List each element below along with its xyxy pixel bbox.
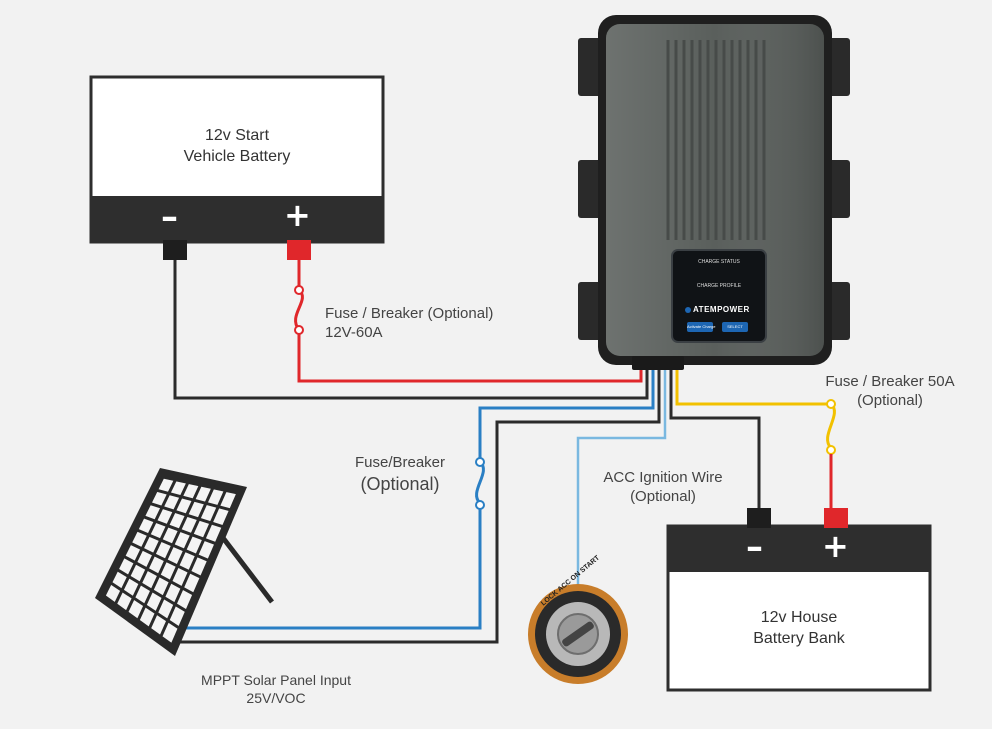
- start-battery-title: 12v Start Vehicle Battery: [91, 126, 383, 168]
- solar-label: MPPT Solar Panel Input 25V/VOC: [178, 672, 374, 707]
- house-battery-negative-terminal: [747, 508, 771, 528]
- house-battery-positive-sign: +: [822, 527, 849, 565]
- house-battery-positive-terminal: [824, 508, 848, 528]
- fuse-start-label: Fuse / Breaker (Optional) 12V-60A: [325, 305, 493, 343]
- charge-status-text: CHARGE STATUS: [698, 259, 740, 265]
- start-battery-title-line1: 12v Start: [204, 127, 270, 144]
- start-battery-title-line2: Vehicle Battery: [183, 147, 291, 165]
- solar-fuse-symbol: [475, 460, 485, 505]
- solar-positive-wire: [180, 507, 482, 630]
- start-battery-negative-terminal: [163, 240, 187, 260]
- house-negative-wire: [669, 366, 761, 508]
- solar-panel: [95, 468, 274, 656]
- acc-label-line2: (Optional): [630, 487, 696, 505]
- start-battery-negative-sign: –: [161, 197, 178, 237]
- house-positive-wire: [675, 366, 831, 406]
- house-battery: [666, 508, 932, 692]
- ignition-switch: [528, 584, 628, 684]
- start-fuse-symbol: [294, 288, 304, 331]
- start-battery: [89, 75, 385, 260]
- fuse-house-label: Fuse / Breaker 50A (Optional): [815, 373, 965, 411]
- house-fuse-symbol: [826, 402, 836, 450]
- fuse-solar-label-line2: (Optional): [360, 473, 440, 494]
- fuse-house-label-line2: (Optional): [857, 391, 923, 409]
- acc-label-line1: ACC Ignition Wire: [603, 469, 723, 486]
- house-battery-title: 12v House Battery Bank: [668, 608, 930, 650]
- start-battery-positive-sign: +: [284, 196, 311, 234]
- solar-label-line2: 25V/VOC: [246, 689, 306, 706]
- start-battery-positive-terminal: [287, 240, 311, 260]
- fuse-house-label-line1: Fuse / Breaker 50A: [825, 373, 955, 390]
- charge-profile-text: CHARGE PROFILE: [696, 283, 742, 289]
- acc-label: ACC Ignition Wire (Optional): [588, 469, 738, 507]
- house-battery-title-line1: 12v House: [760, 609, 838, 626]
- fuse-solar-label-line1: Fuse/Breaker: [354, 454, 446, 471]
- fuse-start-label-line1: Fuse / Breaker (Optional): [325, 305, 494, 322]
- solar-label-line1: MPPT Solar Panel Input: [201, 672, 351, 688]
- acc-ignition-wire: [576, 366, 667, 592]
- activate-charge-button: Activate Charge: [687, 324, 716, 329]
- select-button: SELECT: [727, 324, 743, 329]
- solar-negative-wire: [172, 366, 661, 644]
- start-negative-wire: [173, 260, 649, 400]
- dcdc-charger: [578, 15, 850, 370]
- fuse-start-label-line2: 12V-60A: [325, 323, 383, 341]
- charger-brand: ATEMPOWER: [693, 305, 750, 314]
- fuse-solar-label: Fuse/Breaker (Optional): [340, 454, 460, 495]
- house-battery-title-line2: Battery Bank: [753, 629, 845, 647]
- house-battery-negative-sign: –: [746, 527, 763, 567]
